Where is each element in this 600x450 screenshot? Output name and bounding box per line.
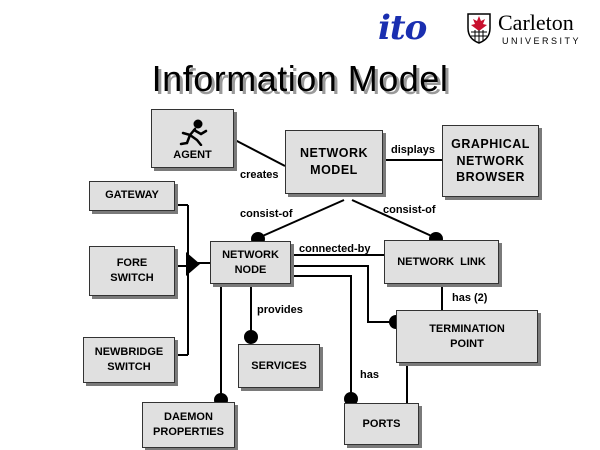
label-creates: creates — [240, 169, 279, 181]
network-link-node[interactable]: NETWORK LINK — [384, 240, 499, 284]
bus-arrow-icon — [186, 252, 200, 276]
graphical-network-browser-node[interactable]: GRAPHICAL NETWORK BROWSER — [442, 125, 539, 197]
dot-services — [244, 330, 258, 344]
network-node-node[interactable]: NETWORK NODE — [210, 241, 291, 284]
label-has: has — [360, 369, 379, 381]
network-model-label: NETWORK MODEL — [299, 146, 369, 177]
line-node-ports — [291, 275, 352, 398]
browser-label: GRAPHICAL NETWORK BROWSER — [451, 136, 530, 185]
termination-point-label: TERMINATION POINT — [429, 322, 505, 350]
line-model-link — [351, 199, 437, 239]
ito-logo: ito — [378, 8, 427, 48]
termination-point-node[interactable]: TERMINATION POINT — [396, 310, 538, 363]
fore-switch-label: FORE SWITCH — [110, 257, 154, 284]
network-model-node[interactable]: NETWORK MODEL — [285, 130, 383, 194]
label-consist-of-left: consist-of — [240, 208, 293, 220]
dot-ports — [344, 392, 358, 406]
network-node-label: NETWORK NODE — [222, 248, 279, 276]
label-connected-by: connected-by — [299, 243, 371, 255]
line-node-termination — [291, 265, 396, 323]
gateway-node[interactable]: GATEWAY — [89, 181, 175, 211]
agent-node[interactable]: AGENT — [151, 109, 234, 168]
label-provides: provides — [257, 304, 303, 316]
line-agent-model — [234, 139, 286, 167]
gateway-label: GATEWAY — [105, 189, 159, 201]
line-model-node — [257, 199, 345, 239]
services-node[interactable]: SERVICES — [238, 344, 320, 388]
university-wordmark: UNIVERSITY — [502, 36, 582, 46]
label-consist-of-right: consist-of — [383, 204, 436, 216]
label-displays: displays — [391, 144, 436, 156]
agent-label: AGENT — [173, 149, 212, 162]
running-agent-icon — [179, 119, 207, 147]
ports-label: PORTS — [362, 417, 401, 430]
page-title: Information Model — [151, 58, 449, 99]
services-label: SERVICES — [251, 359, 307, 372]
daemon-properties-node[interactable]: DAEMON PROPERTIES — [142, 402, 235, 448]
carleton-wordmark: Carleton — [498, 10, 574, 35]
newbridge-switch-node[interactable]: NEWBRIDGE SWITCH — [83, 337, 175, 383]
newbridge-switch-label: NEWBRIDGE SWITCH — [94, 346, 164, 373]
network-link-label: NETWORK LINK — [397, 255, 486, 268]
fore-switch-node[interactable]: FORE SWITCH — [89, 246, 175, 296]
ports-node[interactable]: PORTS — [344, 403, 419, 445]
label-has-2: has (2) — [452, 292, 488, 304]
carleton-crest-icon — [467, 13, 491, 44]
daemon-properties-label: DAEMON PROPERTIES — [153, 411, 224, 438]
